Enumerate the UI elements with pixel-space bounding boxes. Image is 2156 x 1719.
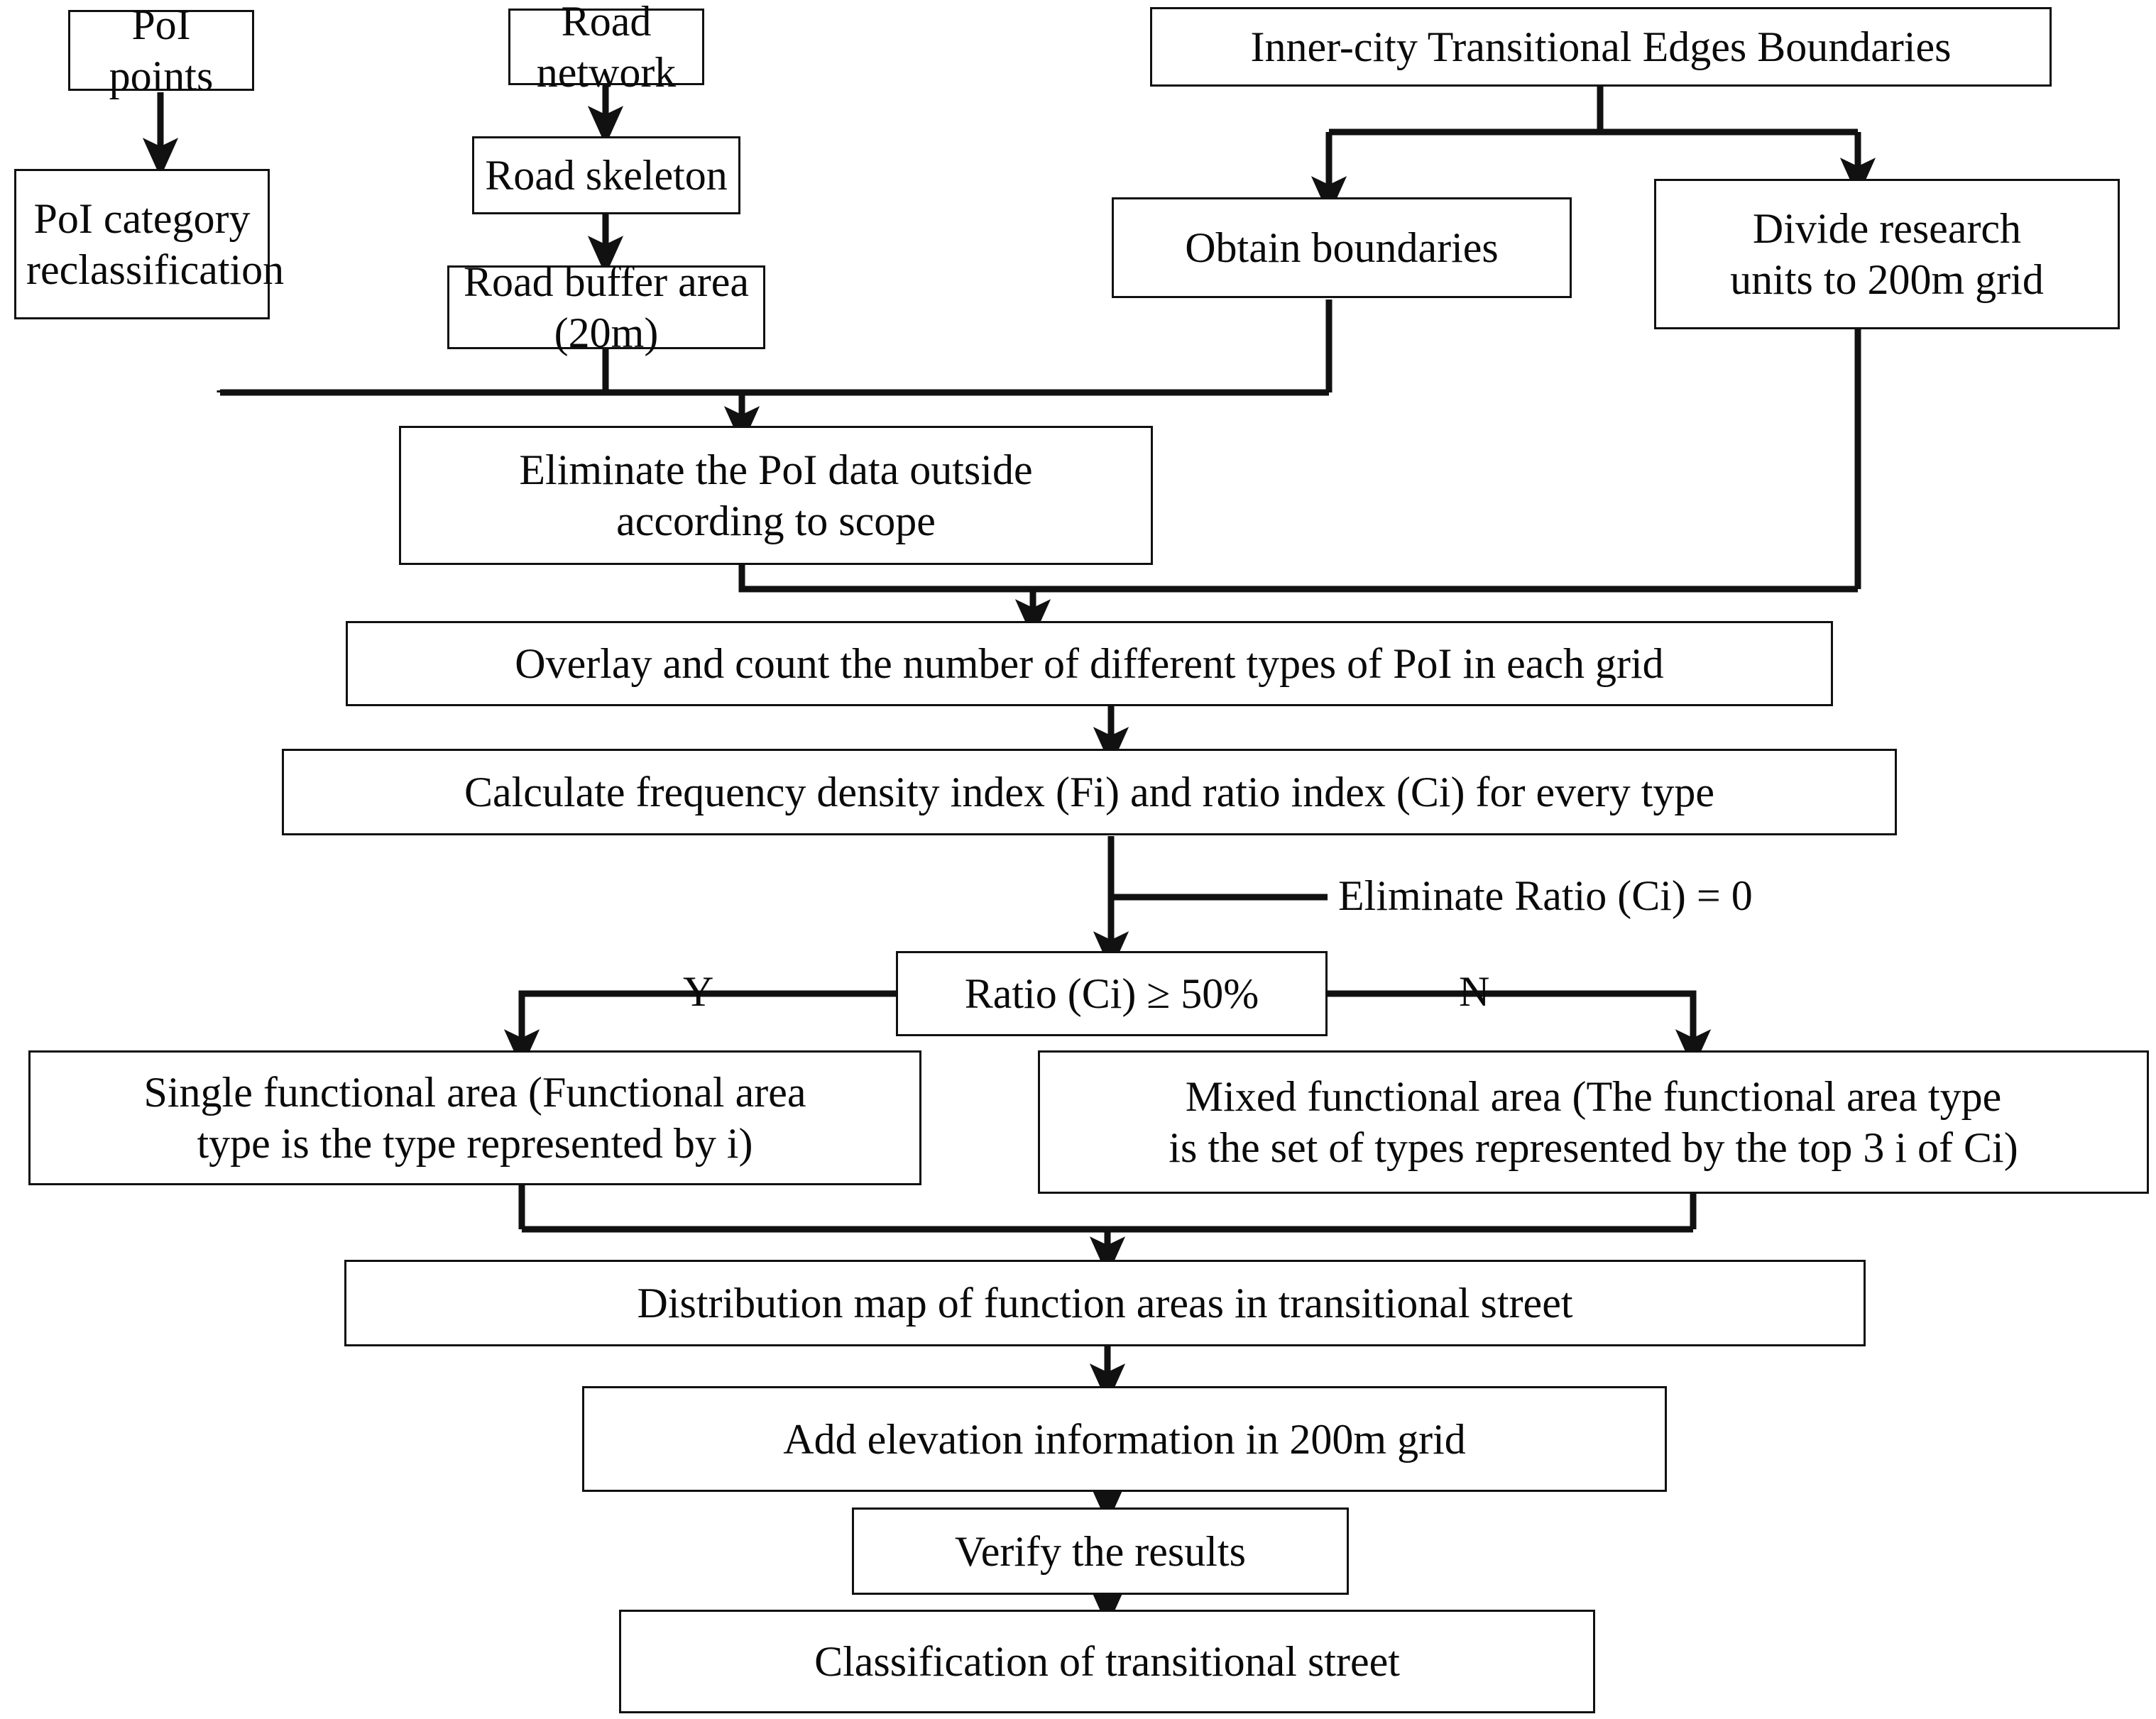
edge-label-branch-no-text: N: [1459, 968, 1490, 1015]
node-overlay-and-count[interactable]: Overlay and count the number of differen…: [346, 621, 1833, 706]
node-road-buffer-area-label: Road buffer area (20m): [463, 258, 749, 356]
node-overlay-and-count-label: Overlay and count the number of differen…: [515, 640, 1664, 687]
node-poi-reclassification-label: PoI category reclassification: [26, 195, 285, 293]
node-calculate-indices-label: Calculate frequency density index (Fi) a…: [464, 769, 1715, 815]
edge-label-branch-yes: Y: [683, 970, 713, 1013]
edge-decision-left-yes: [503, 990, 898, 1069]
node-ratio-decision-label: Ratio (Ci) ≥ 50%: [964, 970, 1259, 1017]
edge-decision-right-no: [1324, 990, 1712, 1069]
node-boundaries-source-label: Inner-city Transitional Edges Boundaries: [1250, 23, 1952, 70]
node-single-functional-area-label: Single functional area (Functional area …: [143, 1069, 806, 1167]
node-single-functional-area[interactable]: Single functional area (Functional area …: [28, 1050, 921, 1185]
node-classification-label: Classification of transitional street: [814, 1638, 1400, 1685]
edge-label-eliminate-ratio-zero: Eliminate Ratio (Ci) = 0: [1338, 874, 1753, 917]
node-mixed-functional-area-label: Mixed functional area (The functional ar…: [1169, 1073, 2018, 1171]
node-verify-results-label: Verify the results: [955, 1527, 1246, 1575]
node-poi-reclassification[interactable]: PoI category reclassification: [14, 169, 285, 319]
node-ratio-decision[interactable]: Ratio (Ci) ≥ 50%: [896, 951, 1328, 1036]
node-divide-research-units[interactable]: Divide research units to 200m grid: [1654, 179, 2120, 329]
node-poi-points[interactable]: PoI points: [68, 1, 254, 99]
node-obtain-boundaries-label: Obtain boundaries: [1185, 224, 1499, 271]
node-road-skeleton[interactable]: Road skeleton: [472, 136, 740, 214]
node-poi-points-label: PoI points: [109, 1, 214, 99]
node-add-elevation[interactable]: Add elevation information in 200m grid: [582, 1386, 1667, 1492]
edge-eliminate-to-lower-bus: [738, 564, 1858, 593]
node-classification[interactable]: Classification of transitional street: [619, 1610, 1595, 1713]
edge-label-branch-yes-text: Y: [683, 968, 714, 1015]
node-eliminate-poi-outside-label: Eliminate the PoI data outside according…: [519, 446, 1033, 544]
edge-label-branch-no: N: [1459, 970, 1489, 1013]
node-obtain-boundaries[interactable]: Obtain boundaries: [1112, 197, 1572, 298]
node-distribution-map-label: Distribution map of function areas in tr…: [637, 1280, 1573, 1327]
node-mixed-functional-area[interactable]: Mixed functional area (The functional ar…: [1038, 1050, 2149, 1194]
node-boundaries-source[interactable]: Inner-city Transitional Edges Boundaries: [1150, 7, 2052, 87]
node-eliminate-poi-outside[interactable]: Eliminate the PoI data outside according…: [399, 426, 1153, 565]
node-road-skeleton-label: Road skeleton: [485, 152, 728, 199]
node-road-network-label: Road network: [536, 0, 677, 96]
node-road-network[interactable]: Road network: [508, 0, 704, 96]
edge-label-eliminate-ratio-zero-text: Eliminate Ratio (Ci) = 0: [1338, 872, 1753, 919]
node-road-buffer-area[interactable]: Road buffer area (20m): [447, 258, 765, 356]
node-divide-research-units-label: Divide research units to 200m grid: [1730, 205, 2044, 303]
node-verify-results[interactable]: Verify the results: [852, 1507, 1349, 1595]
node-calculate-indices[interactable]: Calculate frequency density index (Fi) a…: [282, 749, 1897, 835]
node-distribution-map[interactable]: Distribution map of function areas in tr…: [344, 1260, 1866, 1346]
node-add-elevation-label: Add elevation information in 200m grid: [783, 1415, 1466, 1463]
